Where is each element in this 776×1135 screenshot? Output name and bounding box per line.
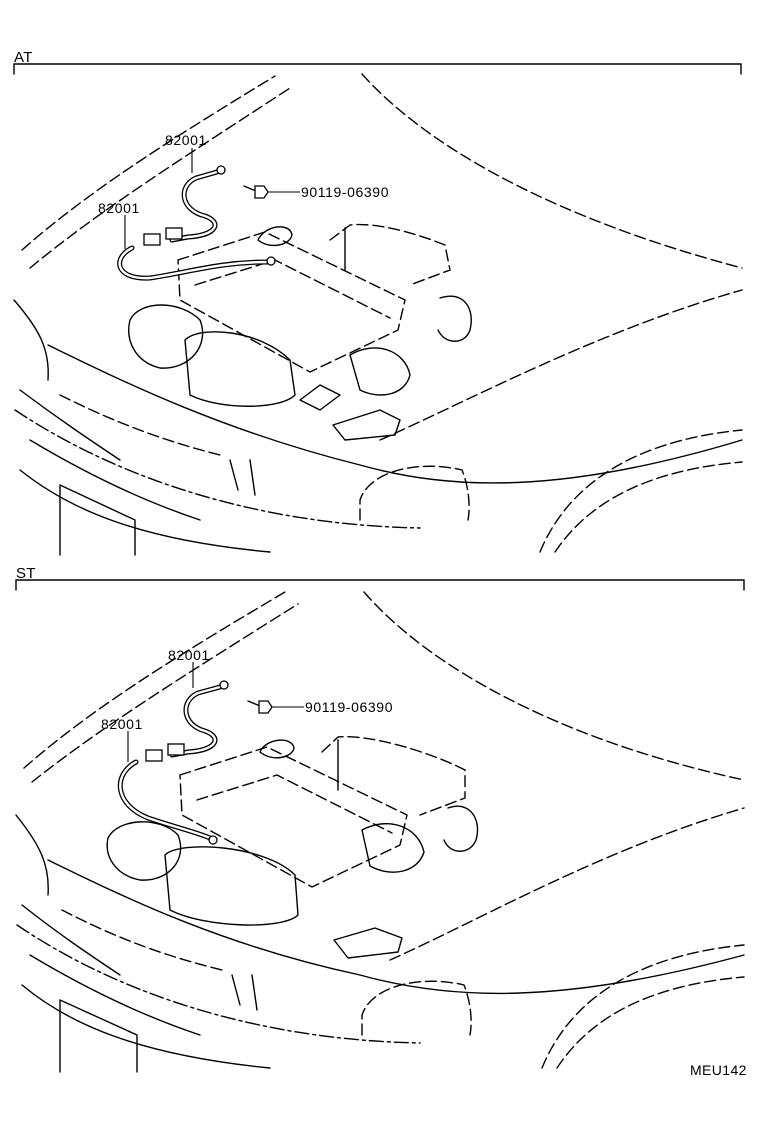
vehicle-outline bbox=[15, 591, 745, 1073]
section-at: AT bbox=[13, 49, 743, 556]
battery-cable-lower bbox=[117, 743, 218, 845]
vehicle-outline bbox=[13, 73, 743, 556]
section-label-at: AT bbox=[14, 49, 33, 66]
part-number-82001: 82001 bbox=[101, 716, 143, 732]
part-number-82001: 82001 bbox=[165, 132, 207, 148]
engine-assembly bbox=[106, 735, 479, 959]
figure-code: MEU142 bbox=[690, 1062, 747, 1078]
section-bracket bbox=[15, 579, 745, 591]
section-label-st: ST bbox=[16, 565, 36, 582]
battery-cable-lower bbox=[117, 227, 276, 281]
battery-cable-upper bbox=[169, 165, 226, 243]
part-number-90119-06390: 90119-06390 bbox=[301, 184, 389, 200]
section-st: ST bbox=[15, 565, 745, 1073]
part-number-82001: 82001 bbox=[98, 200, 140, 216]
battery-cable-upper bbox=[169, 680, 229, 758]
part-number-82001: 82001 bbox=[168, 647, 210, 663]
part-number-90119-06390: 90119-06390 bbox=[305, 699, 393, 715]
engine-assembly bbox=[128, 223, 472, 441]
section-bracket bbox=[13, 63, 742, 75]
bolt-icon bbox=[247, 700, 273, 714]
bolt-icon bbox=[243, 185, 269, 199]
